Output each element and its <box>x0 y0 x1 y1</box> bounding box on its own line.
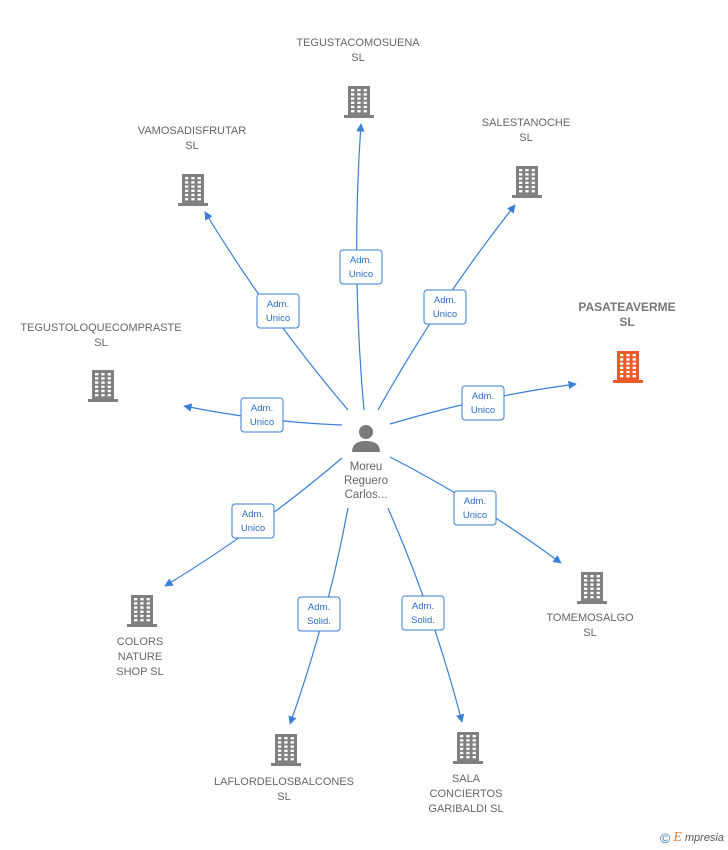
center-person-node[interactable]: MoreuRegueroCarlos... <box>344 425 388 501</box>
relation-box-tegustacomosuena[interactable]: Adm. Unico <box>339 249 383 285</box>
company-name-line: SL <box>277 791 290 803</box>
relation-box-sala-conciertos-garibaldi[interactable]: Adm. Solid. <box>401 595 445 631</box>
company-name-line: GARIBALDI SL <box>428 803 503 815</box>
building-icon-colors-nature-shop[interactable] <box>127 595 157 627</box>
relation-label: Adm. <box>350 255 372 266</box>
company-name-line: NATURE <box>118 651 162 663</box>
company-name-line: SL <box>619 315 634 329</box>
company-name-line: SHOP SL <box>116 666 164 678</box>
relation-box-colors-nature-shop[interactable]: Adm. Unico <box>231 503 275 539</box>
person-name-line: Carlos... <box>345 489 388 501</box>
edges-layer: Adm.UnicoAdm.UnicoAdm.UnicoAdm.UnicoAdm.… <box>164 123 577 725</box>
relation-label: Solid. <box>411 615 435 626</box>
building-icon-vamosadisfrutar[interactable] <box>178 174 208 206</box>
relation-box-vamosadisfrutar[interactable]: Adm. Unico <box>256 293 300 329</box>
relation-box-tegustoloquecompraste[interactable]: Adm. Unico <box>240 397 284 433</box>
relation-box-tomemosalgo[interactable]: Adm. Unico <box>453 490 497 526</box>
nodes-layer: TEGUSTACOMOSUENASLVAMOSADISFRUTARSLSALES… <box>20 37 675 815</box>
building-icon-tegustacomosuena[interactable] <box>344 86 374 118</box>
company-name-line: SL <box>94 337 107 349</box>
building-icon-sala-conciertos-garibaldi[interactable] <box>453 732 483 764</box>
relation-label: Adm. <box>464 496 486 507</box>
relation-box-pasateaverme[interactable]: Adm. Unico <box>461 385 505 421</box>
company-name-line: COLORS <box>117 636 163 648</box>
brand-name: mpresia <box>684 832 724 844</box>
relation-box-laflordelosbalcones[interactable]: Adm. Solid. <box>297 596 341 632</box>
brand-logo-initial: E <box>673 830 682 845</box>
relation-label: Unico <box>433 309 457 320</box>
company-name-line: SL <box>351 52 364 64</box>
relation-label: Adm. <box>472 391 494 402</box>
relation-label: Unico <box>463 510 487 521</box>
company-name-line: SALA <box>452 773 481 785</box>
company-name-line: SL <box>185 140 198 152</box>
company-label-tegustacomosuena[interactable]: TEGUSTACOMOSUENA SL <box>296 37 420 64</box>
company-name-line: PASATEAVERME <box>578 300 675 314</box>
company-label-tomemosalgo[interactable]: TOMEMOSALGO SL <box>546 612 634 639</box>
company-name-line: TOMEMOSALGO <box>546 612 634 624</box>
company-name-line: SALESTANOCHE <box>482 117 570 129</box>
relation-label: Unico <box>471 405 495 416</box>
company-name-line: TEGUSTACOMOSUENA <box>296 37 420 49</box>
relation-label: Unico <box>266 313 290 324</box>
relation-label: Adm. <box>434 295 456 306</box>
person-icon <box>352 425 380 452</box>
building-icon-laflordelosbalcones[interactable] <box>271 734 301 766</box>
relation-label: Unico <box>250 417 274 428</box>
building-icon-pasateaverme[interactable] <box>613 351 643 383</box>
relation-label: Adm. <box>308 602 330 613</box>
company-name-line: SL <box>583 627 596 639</box>
company-name-line: SL <box>519 132 532 144</box>
person-name-line: Reguero <box>344 475 388 487</box>
relation-label: Adm. <box>412 601 434 612</box>
company-label-salestanoche[interactable]: SALESTANOCHE SL <box>482 117 570 144</box>
relation-label: Adm. <box>242 509 264 520</box>
company-name-line: LAFLORDELOSBALCONES <box>214 776 354 788</box>
company-label-colors-nature-shop[interactable]: COLORS NATURE SHOP SL <box>116 636 164 678</box>
copyright-icon: © <box>659 830 671 846</box>
relation-box-salestanoche[interactable]: Adm. Unico <box>423 289 467 325</box>
building-icon-tegustoloquecompraste[interactable] <box>88 370 118 402</box>
relation-label: Adm. <box>267 299 289 310</box>
company-label-laflordelosbalcones[interactable]: LAFLORDELOSBALCONES SL <box>214 776 354 803</box>
relation-label: Unico <box>241 523 265 534</box>
building-icon-salestanoche[interactable] <box>512 166 542 198</box>
company-label-tegustoloquecompraste[interactable]: TEGUSTOLOQUECOMPRASTE SL <box>20 322 181 349</box>
relation-label: Adm. <box>251 403 273 414</box>
relation-label: Unico <box>349 269 373 280</box>
company-label-sala-conciertos-garibaldi[interactable]: SALA CONCIERTOS GARIBALDI SL <box>428 773 503 815</box>
company-name-line: CONCIERTOS <box>430 788 503 800</box>
person-name-line: Moreu <box>350 461 383 473</box>
building-icon-tomemosalgo[interactable] <box>577 572 607 604</box>
company-label-vamosadisfrutar[interactable]: VAMOSADISFRUTAR SL <box>138 125 246 152</box>
company-name-line: VAMOSADISFRUTAR <box>138 125 246 137</box>
company-name-line: TEGUSTOLOQUECOMPRASTE <box>20 322 181 334</box>
relation-label: Solid. <box>307 616 331 627</box>
